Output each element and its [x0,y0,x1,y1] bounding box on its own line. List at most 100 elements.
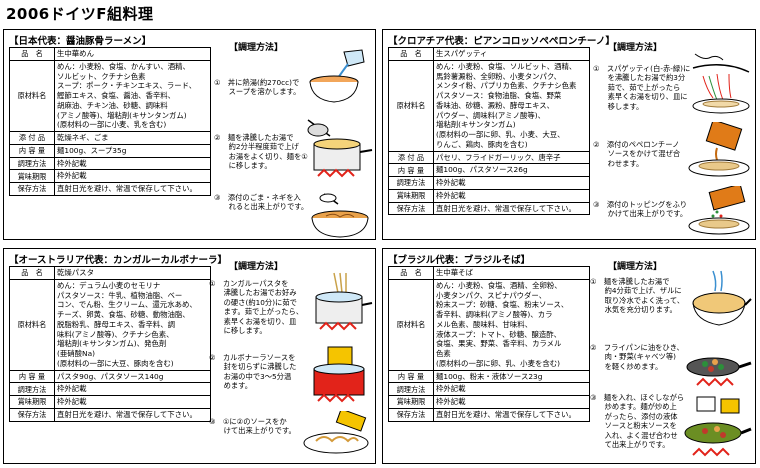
row-label: 賞味期限 [9,395,55,409]
row-value: 乾燥ネギ、ごま [54,131,211,145]
panel-brazil: 【ブラジル代表：ブラジルそば】 品 名生中華そば 原材料名めん：小麦粉、食塩、酒… [382,248,756,464]
panel-australia: 【オーストラリア代表：カンガルーカルボナーラ】 品 名乾燥パスタ 原材料名めん：… [3,248,376,464]
row-value: パスタ90g、パスタソース140g [54,369,211,384]
panel-title: 【オーストラリア代表：カンガルーカルボナーラ】 [9,255,228,266]
step-2: ② 麺を沸騰したお湯で 約2分半程度茹で上げ お湯をよく切り、麺を① に移します… [214,133,308,171]
row-value: 乾燥パスタ [54,266,211,280]
ingredients-table: 品 名生中華そば 原材料名めん：小麦粉、食塩、酒精、全卵粉、 小麦タンパク、スピ… [388,266,590,422]
soup-bowl-pour-icon [309,49,365,103]
table-row: 内 容 量麺100g、粉末・液体ソース23g [388,369,590,384]
method-header: 【調理方法】 [229,43,284,53]
row-value: 麺100g、スープ35g [54,143,211,158]
ingredients-table: 品 名生スパゲッティ 原材料名めん：小麦粉、食塩、ソルビット、酒精、 馬鈴薯澱粉… [388,47,590,216]
row-label: 賞味期限 [388,395,434,409]
frying-pan-vegetables-icon [686,357,752,387]
ingredients-table: 品 名生中華めん 原材料名めん：小麦粉、食塩、かんすい、酒精、 ソルビット、クチ… [9,47,211,196]
topping-packet-icon [688,186,750,235]
row-label: 内 容 量 [388,369,434,384]
table-row: 原材料名めん：小麦粉、食塩、ソルビット、酒精、 馬鈴薯澱粉、全卵粉、小麦タンパク… [388,59,590,152]
ingredients-table: 品 名乾燥パスタ 原材料名めん：デュラム小麦のセモリナ パスタソース：牛乳、植物… [9,266,211,422]
row-label: 調理方法 [388,176,434,190]
row-value: 生中華めん [54,47,211,61]
row-value: 枠外記載 [433,395,590,409]
row-label: 保存方法 [388,407,434,422]
row-label: 品 名 [388,47,434,61]
row-value: 枠外記載 [54,169,211,184]
sauce-pouch-pot-icon [313,346,365,403]
table-row: 保存方法直射日光を避け、常温で保存して下さい。 [388,201,590,216]
row-label: 保存方法 [388,201,434,216]
row-label: 原材料名 [9,278,55,371]
row-value: めん：小麦粉、食塩、ソルビット、酒精、 馬鈴薯澱粉、全卵粉、小麦タンパク、 メン… [433,59,590,152]
row-label: 賞味期限 [388,188,434,203]
row-value: 枠外記載 [54,395,211,409]
row-label: 内 容 量 [9,369,55,384]
panel-title: 【日本代表：醤油豚骨ラーメン】 [9,36,152,47]
table-row: 賞味期限枠外記載 [388,188,590,203]
step-3: ③ 麺を入れ、ほぐしながら 炒めます。麺が炒め上 がったら、添付の液体 ソースと… [590,393,685,450]
row-value: 枠外記載 [433,188,590,203]
table-row: 品 名乾燥パスタ [9,266,211,280]
row-value: 直射日光を避け、常温で保存して下さい。 [433,201,590,216]
table-row: 調理方法枠外記載 [388,382,590,397]
row-label: 保存方法 [9,407,55,422]
row-label: 内 容 量 [388,163,434,178]
table-row: 内 容 量麺100g、パスタソース26g [388,163,590,178]
step-1: ① スパゲッティ(白-赤-緑)に を沸騰したお湯で約3分 茹で、茹で上がったら … [593,64,691,111]
pasta-pot-icon [315,272,373,331]
noodle-strainer-icon [692,270,752,326]
method-header: 【調理方法】 [608,262,663,272]
table-row: 原材料名めん：小麦粉、食塩、酒精、全卵粉、 小麦タンパク、スピナパウダー、 粉末… [388,278,590,371]
table-row: 添 付 品パセリ、フライドガーリック、唐辛子 [388,150,590,165]
row-value: パセリ、フライドガーリック、唐辛子 [433,150,590,165]
step-1: ① 丼に熱湯(約270cc)で スープを溶かします。 [214,78,301,97]
panel-japan: 【日本代表：醤油豚骨ラーメン】 品 名生中華めん 原材料名めん：小麦粉、食塩、か… [3,29,376,240]
method-header: 【調理方法】 [608,43,663,53]
table-row: 原材料名めん：デュラム小麦のセモリナ パスタソース：牛乳、植物油脂、ベー コン、… [9,278,211,371]
table-row: 保存方法直射日光を避け、常温で保存して下さい。 [9,182,211,196]
sauce-packets-pan-icon [684,396,752,457]
method-header: 【調理方法】 [229,262,284,272]
page-title: 2006ドイツF組料理 [6,5,154,23]
step-1: ① カンガルーパスタを 沸騰したお湯でお好み の硬さ(約10分)に茹で ます。茹… [209,279,304,336]
table-row: 品 名生スパゲッティ [388,47,590,61]
row-value: 枠外記載 [433,382,590,397]
row-value: 生スパゲッティ [433,47,590,61]
row-label: 原材料名 [9,59,55,133]
row-label: 内 容 量 [9,143,55,158]
row-value: 直射日光を避け、常温で保存して下さい。 [54,182,211,196]
step-1: ① 麺を沸騰したお湯で 約4分茹で上げ、ザルに 取り冷水でよく洗って、 水気を充… [590,277,685,315]
row-label: 品 名 [388,266,434,280]
row-value: めん：デュラム小麦のセモリナ パスタソース：牛乳、植物油脂、ベー コン、でん粉、… [54,278,211,371]
panel-title: 【クロアチア代表：ピアンコロッソペペロンチーノ】 [388,36,615,47]
step-2: ② フライパンに油をひき、 肉・野菜(キャベツ等) を軽く炒めます。 [590,343,684,371]
table-row: 保存方法直射日光を避け、常温で保存して下さい。 [388,407,590,422]
sauce-packet-icon [688,122,750,177]
row-label: 調理方法 [9,156,55,171]
row-label: 添 付 品 [9,131,55,145]
step-3: ③ ①に②のソースをか けて出来上がりです。 [209,417,296,436]
step-3: ③ 添付のトッピングをふり かけて出来上がりです。 [593,200,688,219]
row-label: 原材料名 [388,278,434,371]
boiling-pot-icon [307,119,373,178]
row-label: 調理方法 [388,382,434,397]
row-label: 調理方法 [9,382,55,397]
row-value: 生中華そば [433,266,590,280]
spaghetti-strainer-icon [692,53,750,114]
table-row: 賞味期限枠外記載 [388,395,590,409]
table-row: 原材料名めん：小麦粉、食塩、かんすい、酒精、 ソルビット、クチナシ色素 スープ：… [9,59,211,133]
row-label: 原材料名 [388,59,434,152]
table-row: 調理方法枠外記載 [9,382,211,397]
row-value: めん：小麦粉、食塩、かんすい、酒精、 ソルビット、クチナシ色素 スープ：ポーク・… [54,59,211,133]
step-2: ② 添付のペペロンチーノ ソースをかけて混ぜ合 わせます。 [593,140,681,168]
row-value: 直射日光を避け、常温で保存して下さい。 [433,407,590,422]
table-row: 品 名生中華めん [9,47,211,61]
row-label: 保存方法 [9,182,55,196]
table-row: 内 容 量麺100g、スープ35g [9,143,211,158]
table-row: 賞味期限枠外記載 [9,395,211,409]
table-row: 調理方法枠外記載 [388,176,590,190]
table-row: 品 名生中華そば [388,266,590,280]
ramen-bowl-icon [311,193,369,238]
table-row: 調理方法枠外記載 [9,156,211,171]
carbonara-plate-icon [303,411,369,454]
